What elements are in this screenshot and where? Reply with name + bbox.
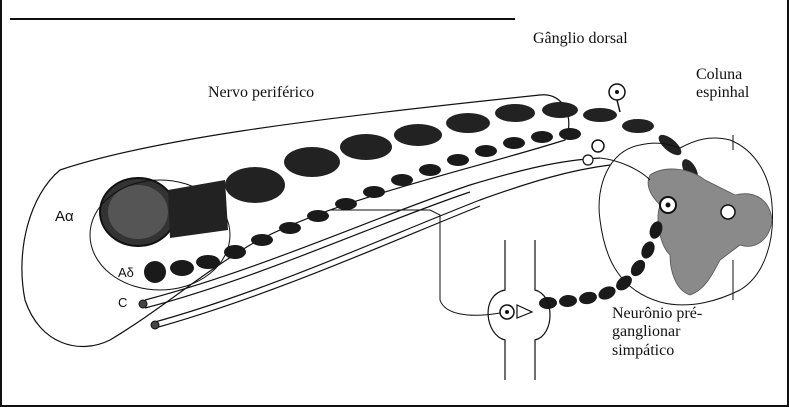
synapse-arrow (517, 305, 532, 318)
label-fiber-a-alpha: Aα (55, 208, 74, 225)
c-fiber-end (139, 300, 147, 308)
spinal-gray-matter (648, 169, 772, 295)
c-fiber-end-2 (151, 321, 159, 329)
central-canal (721, 205, 735, 219)
label-fiber-c: C (118, 296, 127, 311)
label-coluna-espinhal: Coluna espinhal (696, 66, 749, 103)
label-ganglio-dorsal: Gânglio dorsal (533, 30, 628, 48)
dorsal-ganglion-cells (583, 84, 625, 165)
label-fiber-a-delta: Aδ (118, 266, 134, 281)
label-neuronio-preganglionar: Neurônio pré- ganglionar simpático (612, 305, 702, 360)
label-nervo-periferico: Nervo periférico (208, 84, 314, 102)
